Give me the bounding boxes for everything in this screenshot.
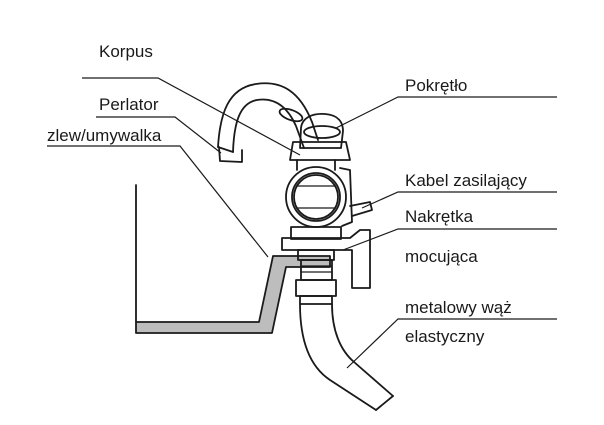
label-cable: Kabel zasilający: [405, 171, 527, 190]
label-nut-line2: mocująca: [405, 247, 478, 266]
sink-basin: [135, 184, 331, 334]
label-korpus: Korpus: [99, 42, 153, 61]
label-sink: zlew/umywalka: [47, 126, 162, 145]
knob: [278, 107, 344, 149]
leader-lines: [47, 77, 557, 369]
mounting-assembly: [281, 226, 371, 305]
labels: Korpus Perlator zlew/umywalka Pokrętło K…: [47, 42, 527, 346]
label-knob: Pokrętło: [405, 76, 467, 95]
spout: [217, 82, 319, 153]
faucet-body: [285, 141, 373, 228]
perlator-nozzle: [218, 146, 243, 163]
label-nut-line1: Nakrętka: [405, 207, 474, 226]
label-hose-line1: metalowy wąż: [405, 298, 512, 317]
label-perlator: Perlator: [99, 95, 159, 114]
label-hose-line2: elastyczny: [405, 327, 485, 346]
